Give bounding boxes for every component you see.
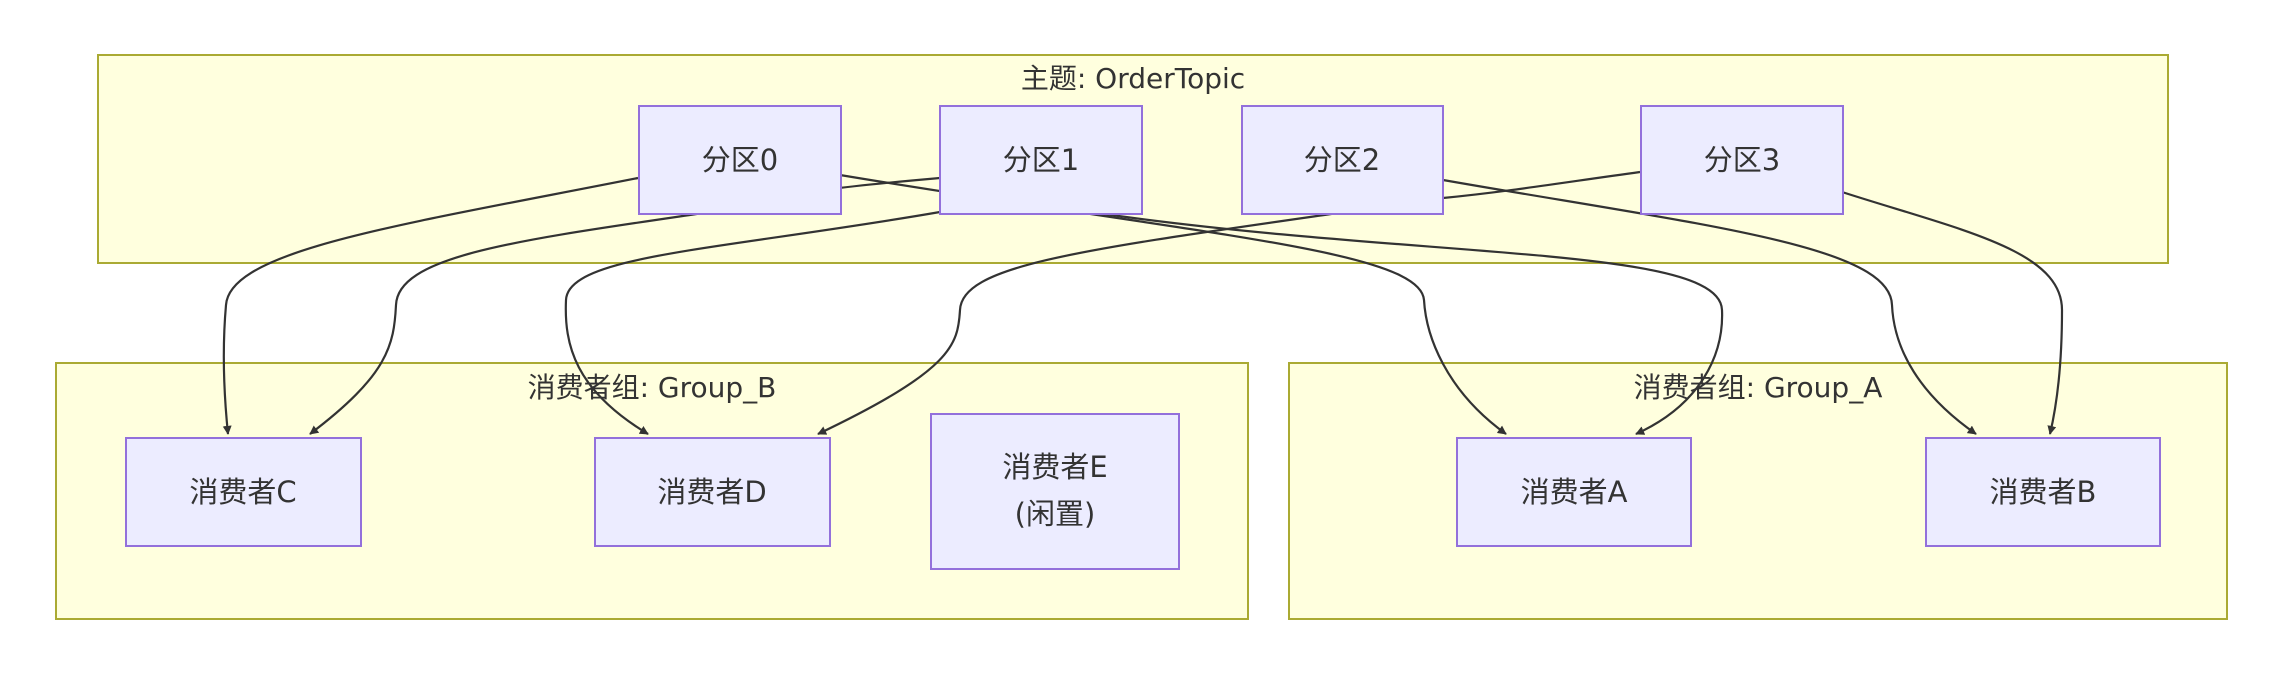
consumer-e-label-line1: 消费者E	[1002, 450, 1107, 484]
edge-p1-to-consumer-d	[564, 210, 941, 435]
edge-p2-to-consumer-d	[817, 210, 1346, 435]
consumer-c-box	[125, 437, 362, 547]
edge-p0-to-consumer-c	[222, 176, 639, 435]
partition-2-label: 分区2	[1304, 143, 1380, 177]
consumer-c: 消费者C	[125, 437, 362, 547]
cluster-topic-title: 主题: OrderTopic	[1021, 62, 1245, 95]
cluster-group-a: 消费者组: Group_A	[1288, 362, 2228, 620]
edge-p3-to-consumer-b	[1841, 190, 2064, 435]
edges	[222, 170, 2064, 436]
cluster-group-a-title: 消费者组: Group_A	[1634, 371, 1883, 404]
consumer-a: 消费者A	[1456, 437, 1692, 547]
consumer-a-box	[1456, 437, 1692, 547]
partition-1: 分区1	[939, 105, 1143, 215]
consumer-b: 消费者B	[1925, 437, 2161, 547]
consumer-b-box	[1925, 437, 2161, 547]
edge-p3-to-consumer-a	[1442, 170, 1641, 200]
partition-2-box	[1241, 105, 1444, 215]
consumer-e-label-line2: (闲置)	[1015, 497, 1096, 531]
partition-0: 分区0	[638, 105, 842, 215]
partition-3-label: 分区3	[1704, 143, 1780, 177]
partition-1-label: 分区1	[1003, 143, 1079, 177]
consumer-a-label: 消费者A	[1521, 475, 1628, 509]
consumer-d-box	[594, 437, 831, 547]
consumer-b-label: 消费者B	[1990, 475, 2097, 509]
consumer-d: 消费者D	[594, 437, 831, 547]
consumer-e: 消费者E (闲置)	[930, 413, 1180, 570]
consumer-e-box	[930, 413, 1180, 570]
consumer-d-label: 消费者D	[657, 475, 766, 509]
partition-1-box	[939, 105, 1143, 215]
partition-0-label: 分区0	[702, 143, 778, 177]
partition-3: 分区3	[1640, 105, 1844, 215]
partition-3-box	[1640, 105, 1844, 215]
edge-p1-to-consumer-a	[1089, 210, 1724, 436]
consumer-c-label: 消费者C	[189, 475, 296, 509]
cluster-group-b-title: 消费者组: Group_B	[528, 371, 777, 404]
partition-0-box	[638, 105, 842, 215]
partition-2: 分区2	[1241, 105, 1444, 215]
edge-p2-to-consumer-b	[1442, 178, 1977, 435]
